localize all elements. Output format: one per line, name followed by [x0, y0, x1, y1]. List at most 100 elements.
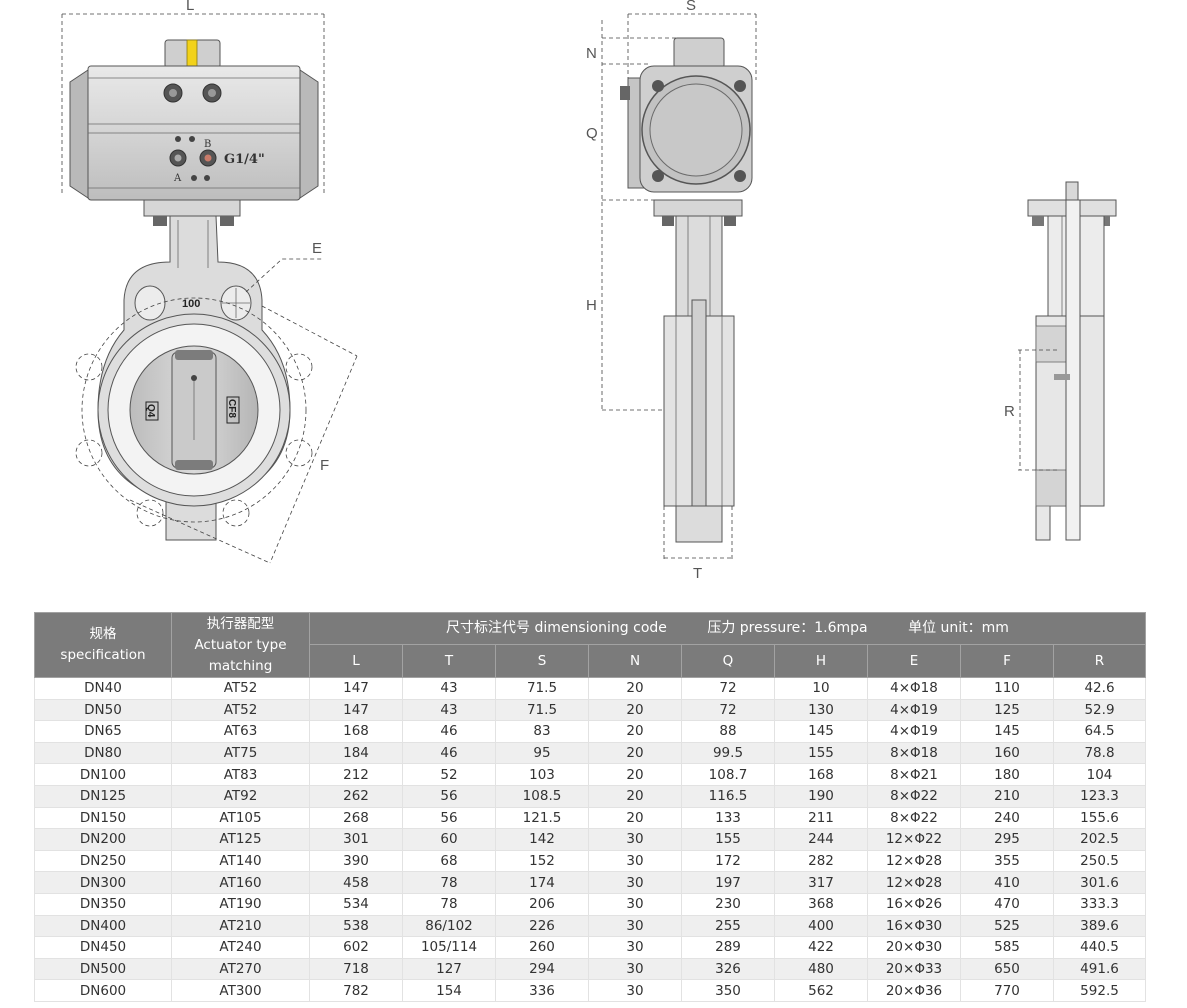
table-cell: 71.5: [495, 677, 589, 700]
table-cell: 168: [309, 720, 403, 743]
table-cell: 110: [960, 677, 1054, 700]
valve-technical-drawing: L A B G1/4": [61, 0, 1117, 582]
table-cell: 389.6: [1053, 914, 1146, 938]
table-cell: 116.5: [681, 784, 775, 808]
table-cell: 458: [309, 871, 403, 894]
table-cell: 68: [402, 849, 496, 873]
table-cell: 480: [774, 957, 868, 981]
table-cell: 400: [774, 914, 868, 938]
table-cell: AT190: [171, 892, 310, 916]
table-cell: 88: [681, 720, 775, 743]
table-cell: 155: [681, 828, 775, 851]
table-cell: AT140: [171, 849, 310, 873]
table-cell: 78: [402, 892, 496, 916]
table-cell: 104: [1053, 763, 1146, 786]
table-cell: 20: [588, 806, 682, 830]
table-cell: 718: [309, 957, 403, 981]
table-cell: 147: [309, 698, 403, 722]
table-cell: 127: [402, 957, 496, 981]
table-cell: 56: [402, 806, 496, 830]
column-header-n: N: [588, 644, 682, 678]
table-cell: 336: [495, 979, 589, 1002]
header-unit: 单位 unit：mm: [908, 620, 1009, 636]
table-cell: 12×Φ28: [867, 871, 961, 894]
table-cell: 260: [495, 936, 589, 959]
table-cell: DN50: [34, 698, 172, 722]
table-cell: 95: [495, 741, 589, 765]
dim-label-n: N: [586, 45, 597, 62]
section-view: R: [1004, 181, 1117, 541]
dimension-table: 规格 specification 执行器配型 Actuator type mat…: [34, 612, 1146, 1002]
table-cell: 133: [681, 806, 775, 830]
table-cell: 16×Φ26: [867, 892, 961, 916]
table-cell: 52: [402, 763, 496, 786]
disc-mark-cf8: CF8: [226, 399, 237, 418]
table-cell: 43: [402, 698, 496, 722]
table-cell: 240: [960, 806, 1054, 830]
table-cell: DN300: [34, 871, 172, 894]
column-header-l: L: [309, 644, 403, 678]
table-cell: 43: [402, 677, 496, 700]
table-cell: 20: [588, 720, 682, 743]
table-cell: 30: [588, 828, 682, 851]
table-cell: 152: [495, 849, 589, 873]
dim-label-h: H: [586, 297, 597, 314]
table-cell: 103: [495, 763, 589, 786]
table-cell: AT52: [171, 677, 310, 700]
header-banner: 尺寸标注代号 dimensioning code 压力 pressure：1.6…: [309, 612, 1146, 645]
table-cell: 184: [309, 741, 403, 765]
column-header-e: E: [867, 644, 961, 678]
table-cell: 168: [774, 763, 868, 786]
table-cell: 355: [960, 849, 1054, 873]
dim-label-q: Q: [586, 125, 598, 142]
table-cell: 212: [309, 763, 403, 786]
table-cell: 255: [681, 914, 775, 938]
table-cell: 368: [774, 892, 868, 916]
table-cell: 470: [960, 892, 1054, 916]
table-cell: 30: [588, 914, 682, 938]
table-cell: 30: [588, 871, 682, 894]
table-cell: DN150: [34, 806, 172, 830]
dim-label-e: E: [312, 240, 322, 257]
table-cell: 155.6: [1053, 806, 1146, 830]
port-b-label: B: [204, 139, 211, 150]
table-cell: AT210: [171, 914, 310, 938]
table-cell: 12×Φ28: [867, 849, 961, 873]
table-cell: 20: [588, 698, 682, 722]
table-cell: 8×Φ18: [867, 741, 961, 765]
column-header-q: Q: [681, 644, 775, 678]
table-cell: DN65: [34, 720, 172, 743]
table-cell: 20: [588, 784, 682, 808]
table-cell: 770: [960, 979, 1054, 1002]
table-cell: DN500: [34, 957, 172, 981]
column-header-h: H: [774, 644, 868, 678]
table-cell: 202.5: [1053, 828, 1146, 851]
table-cell: 289: [681, 936, 775, 959]
table-cell: 8×Φ22: [867, 806, 961, 830]
table-cell: 333.3: [1053, 892, 1146, 916]
table-cell: 160: [960, 741, 1054, 765]
header-spec-cn: 规格: [89, 626, 117, 642]
table-cell: 121.5: [495, 806, 589, 830]
table-cell: 60: [402, 828, 496, 851]
table-cell: 52.9: [1053, 698, 1146, 722]
table-cell: 155: [774, 741, 868, 765]
table-cell: AT270: [171, 957, 310, 981]
table-cell: 301: [309, 828, 403, 851]
table-cell: 154: [402, 979, 496, 1002]
table-cell: 211: [774, 806, 868, 830]
table-cell: 108.7: [681, 763, 775, 786]
table-cell: 244: [774, 828, 868, 851]
header-spec-en: specification: [60, 647, 146, 663]
table-cell: 8×Φ22: [867, 784, 961, 808]
table-cell: 4×Φ18: [867, 677, 961, 700]
table-cell: 350: [681, 979, 775, 1002]
actuator-side: [620, 37, 753, 226]
actuator-front: A B G1/4": [69, 39, 319, 226]
